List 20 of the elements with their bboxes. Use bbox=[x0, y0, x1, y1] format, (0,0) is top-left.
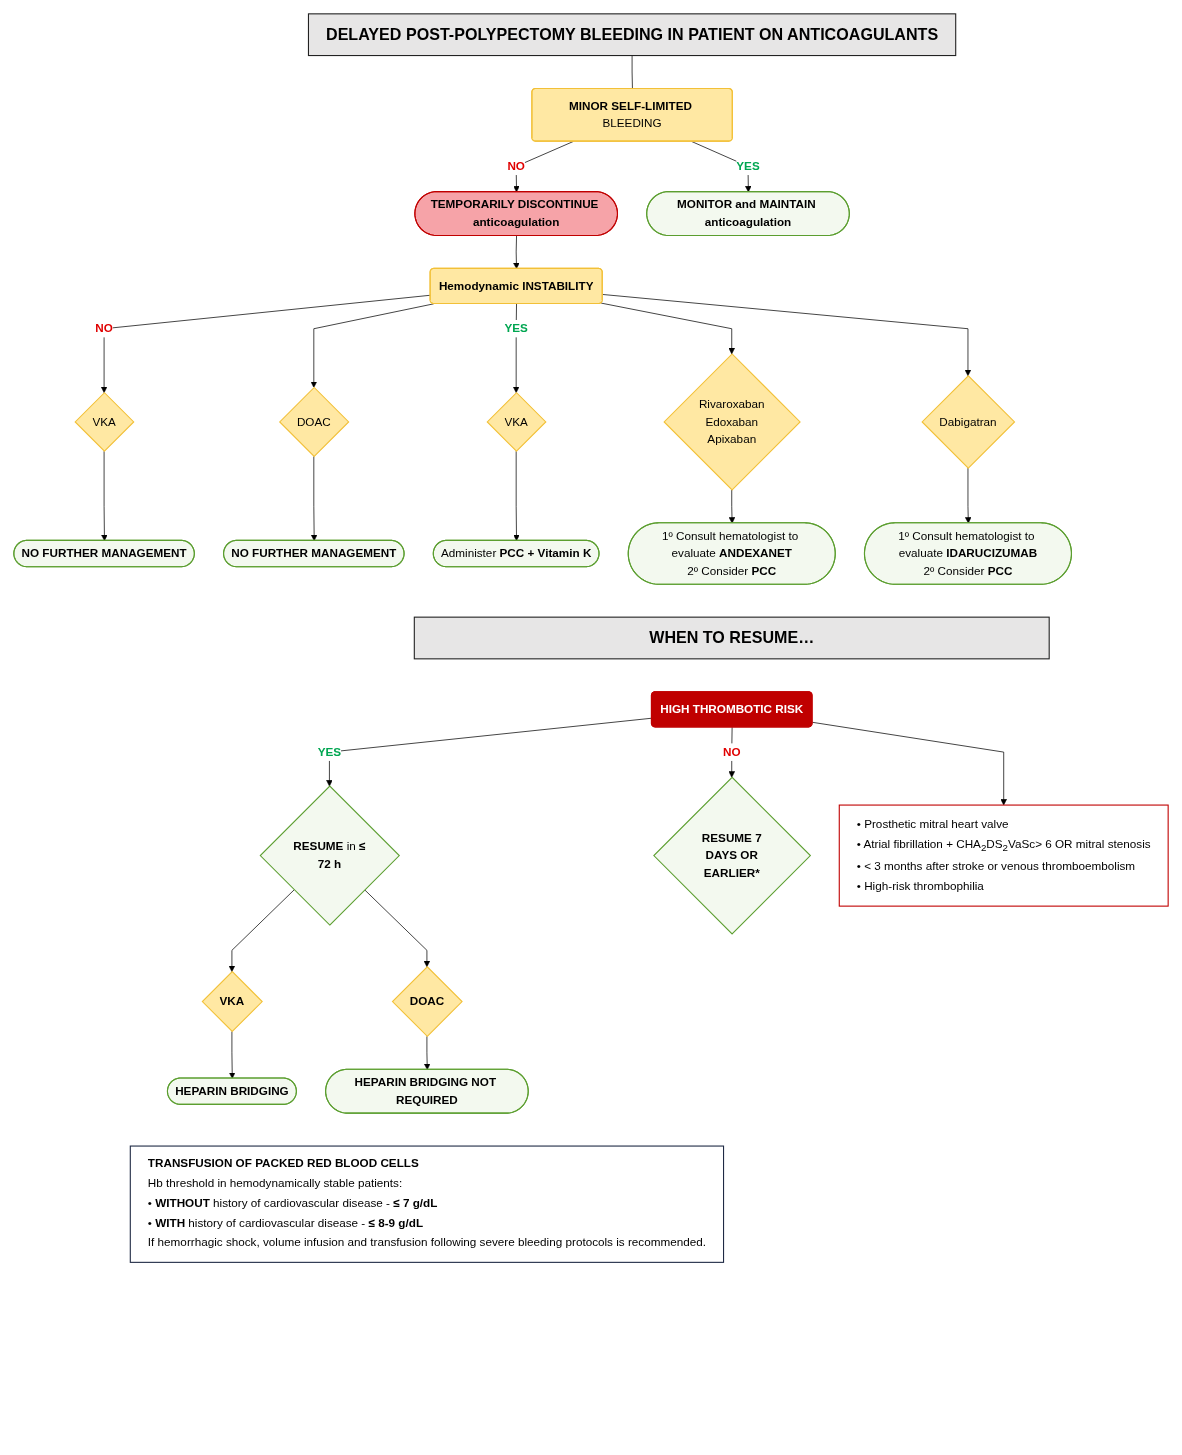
node-diamond: Dabigatran bbox=[921, 374, 1016, 469]
node-box: • Prosthetic mitral heart valve • Atrial fibrillation + CHA$_{2}$DS$_{2}$VaSc> 6 OR mitral stenosis • < 3 months after stroke or venous thromboembolism • High-risk thrombophilia bbox=[838, 804, 1169, 907]
edge-label: NO bbox=[722, 745, 741, 758]
node-diamond: VKA bbox=[74, 391, 135, 452]
node-box: DELAYED POST-POLYPECTOMY BLEEDING IN PATIENT ON ANTICOAGULANTS bbox=[307, 13, 957, 57]
edge-label: YES bbox=[736, 159, 760, 173]
node-box: TRANSFUSION OF PACKED RED BLOOD CELLS Hb threshold in hemodynamically stable patients: • WITHOUT history of cardiovascular disease - ≤ 7 g/dL • WITH history of cardiovascular disease - ≤ 8-9 g/dL If hemorrhagic shock, volume infusion and transfusion following severe bleeding protocols is recommended. bbox=[129, 1145, 725, 1263]
node-diamond: RESUME 7 DAYS OR EARLIER* bbox=[653, 776, 812, 935]
edge-label: YES bbox=[504, 322, 528, 335]
edge-label: NO bbox=[507, 159, 525, 173]
node-diamond: DOAC bbox=[391, 966, 463, 1038]
node-diamond: DOAC bbox=[278, 386, 350, 458]
node-diamond: RESUME in ≤ 72 h bbox=[259, 785, 401, 926]
edge-label: YES bbox=[317, 745, 342, 758]
node-box: WHEN TO RESUME… bbox=[413, 616, 1050, 660]
connector bbox=[631, 55, 633, 90]
node-diamond: Rivaroxaban Edoxaban Apixaban bbox=[663, 353, 801, 491]
node-diamond: VKA bbox=[201, 970, 263, 1033]
edge-label: NO bbox=[95, 322, 113, 335]
node-diamond: VKA bbox=[486, 391, 547, 452]
